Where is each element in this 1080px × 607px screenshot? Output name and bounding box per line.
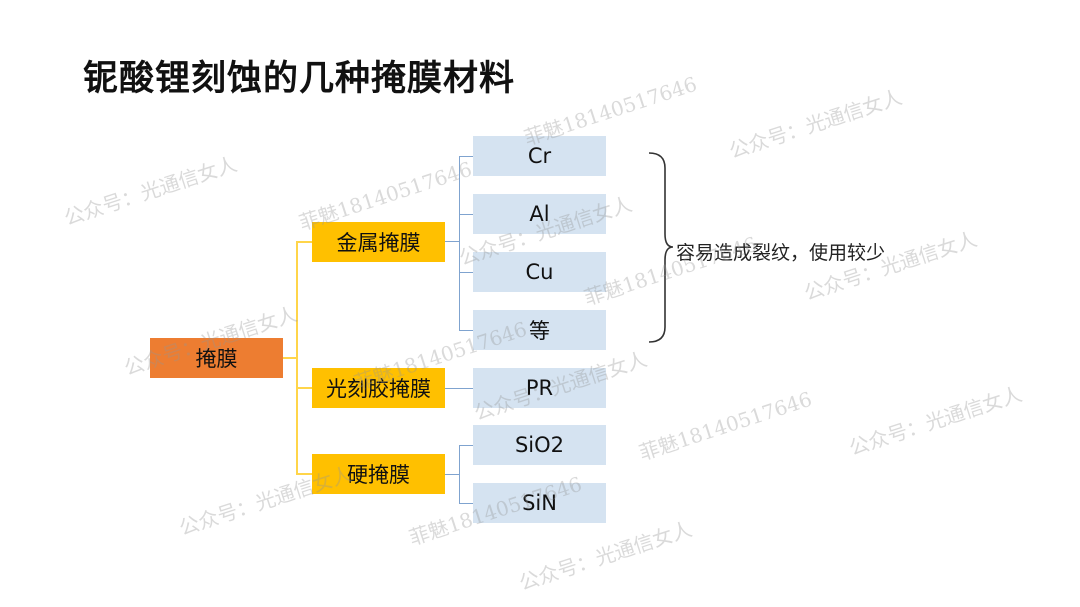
watermark: 公众号：光通信女人 <box>846 381 1025 461</box>
connector <box>445 474 459 475</box>
leaf-cr: Cr <box>473 136 606 176</box>
connector <box>459 445 460 504</box>
leaf-pr: PR <box>473 368 606 408</box>
right-brace-icon <box>648 152 674 343</box>
leaf-sin: SiN <box>473 483 606 523</box>
connector <box>459 272 473 273</box>
connector <box>296 387 312 389</box>
connector <box>296 473 312 475</box>
leaf-al: Al <box>473 194 606 234</box>
leaf-cu: Cu <box>473 252 606 292</box>
category-photoresist-mask: 光刻胶掩膜 <box>312 368 445 408</box>
metal-mask-note: 容易造成裂纹，使用较少 <box>676 242 886 264</box>
slide-title: 铌酸锂刻蚀的几种掩膜材料 <box>83 59 516 99</box>
connector <box>296 241 312 243</box>
connector <box>459 445 473 446</box>
connector <box>459 330 473 331</box>
connector <box>459 214 473 215</box>
leaf-etc: 等 <box>473 310 606 350</box>
watermark: 公众号：光通信女人 <box>516 516 695 596</box>
watermark: 菲魅18140517646 <box>636 386 815 466</box>
watermark: 公众号：光通信女人 <box>61 151 240 231</box>
leaf-sio2: SiO2 <box>473 425 606 465</box>
connector <box>445 241 459 242</box>
connector <box>459 503 473 504</box>
connector <box>283 357 297 359</box>
connector <box>296 242 298 475</box>
connector <box>459 156 460 331</box>
category-metal-mask: 金属掩膜 <box>312 222 445 262</box>
category-hard-mask: 硬掩膜 <box>312 454 445 494</box>
connector <box>459 156 473 157</box>
connector <box>445 388 473 389</box>
watermark: 公众号：光通信女人 <box>726 84 905 164</box>
root-node: 掩膜 <box>150 338 283 378</box>
